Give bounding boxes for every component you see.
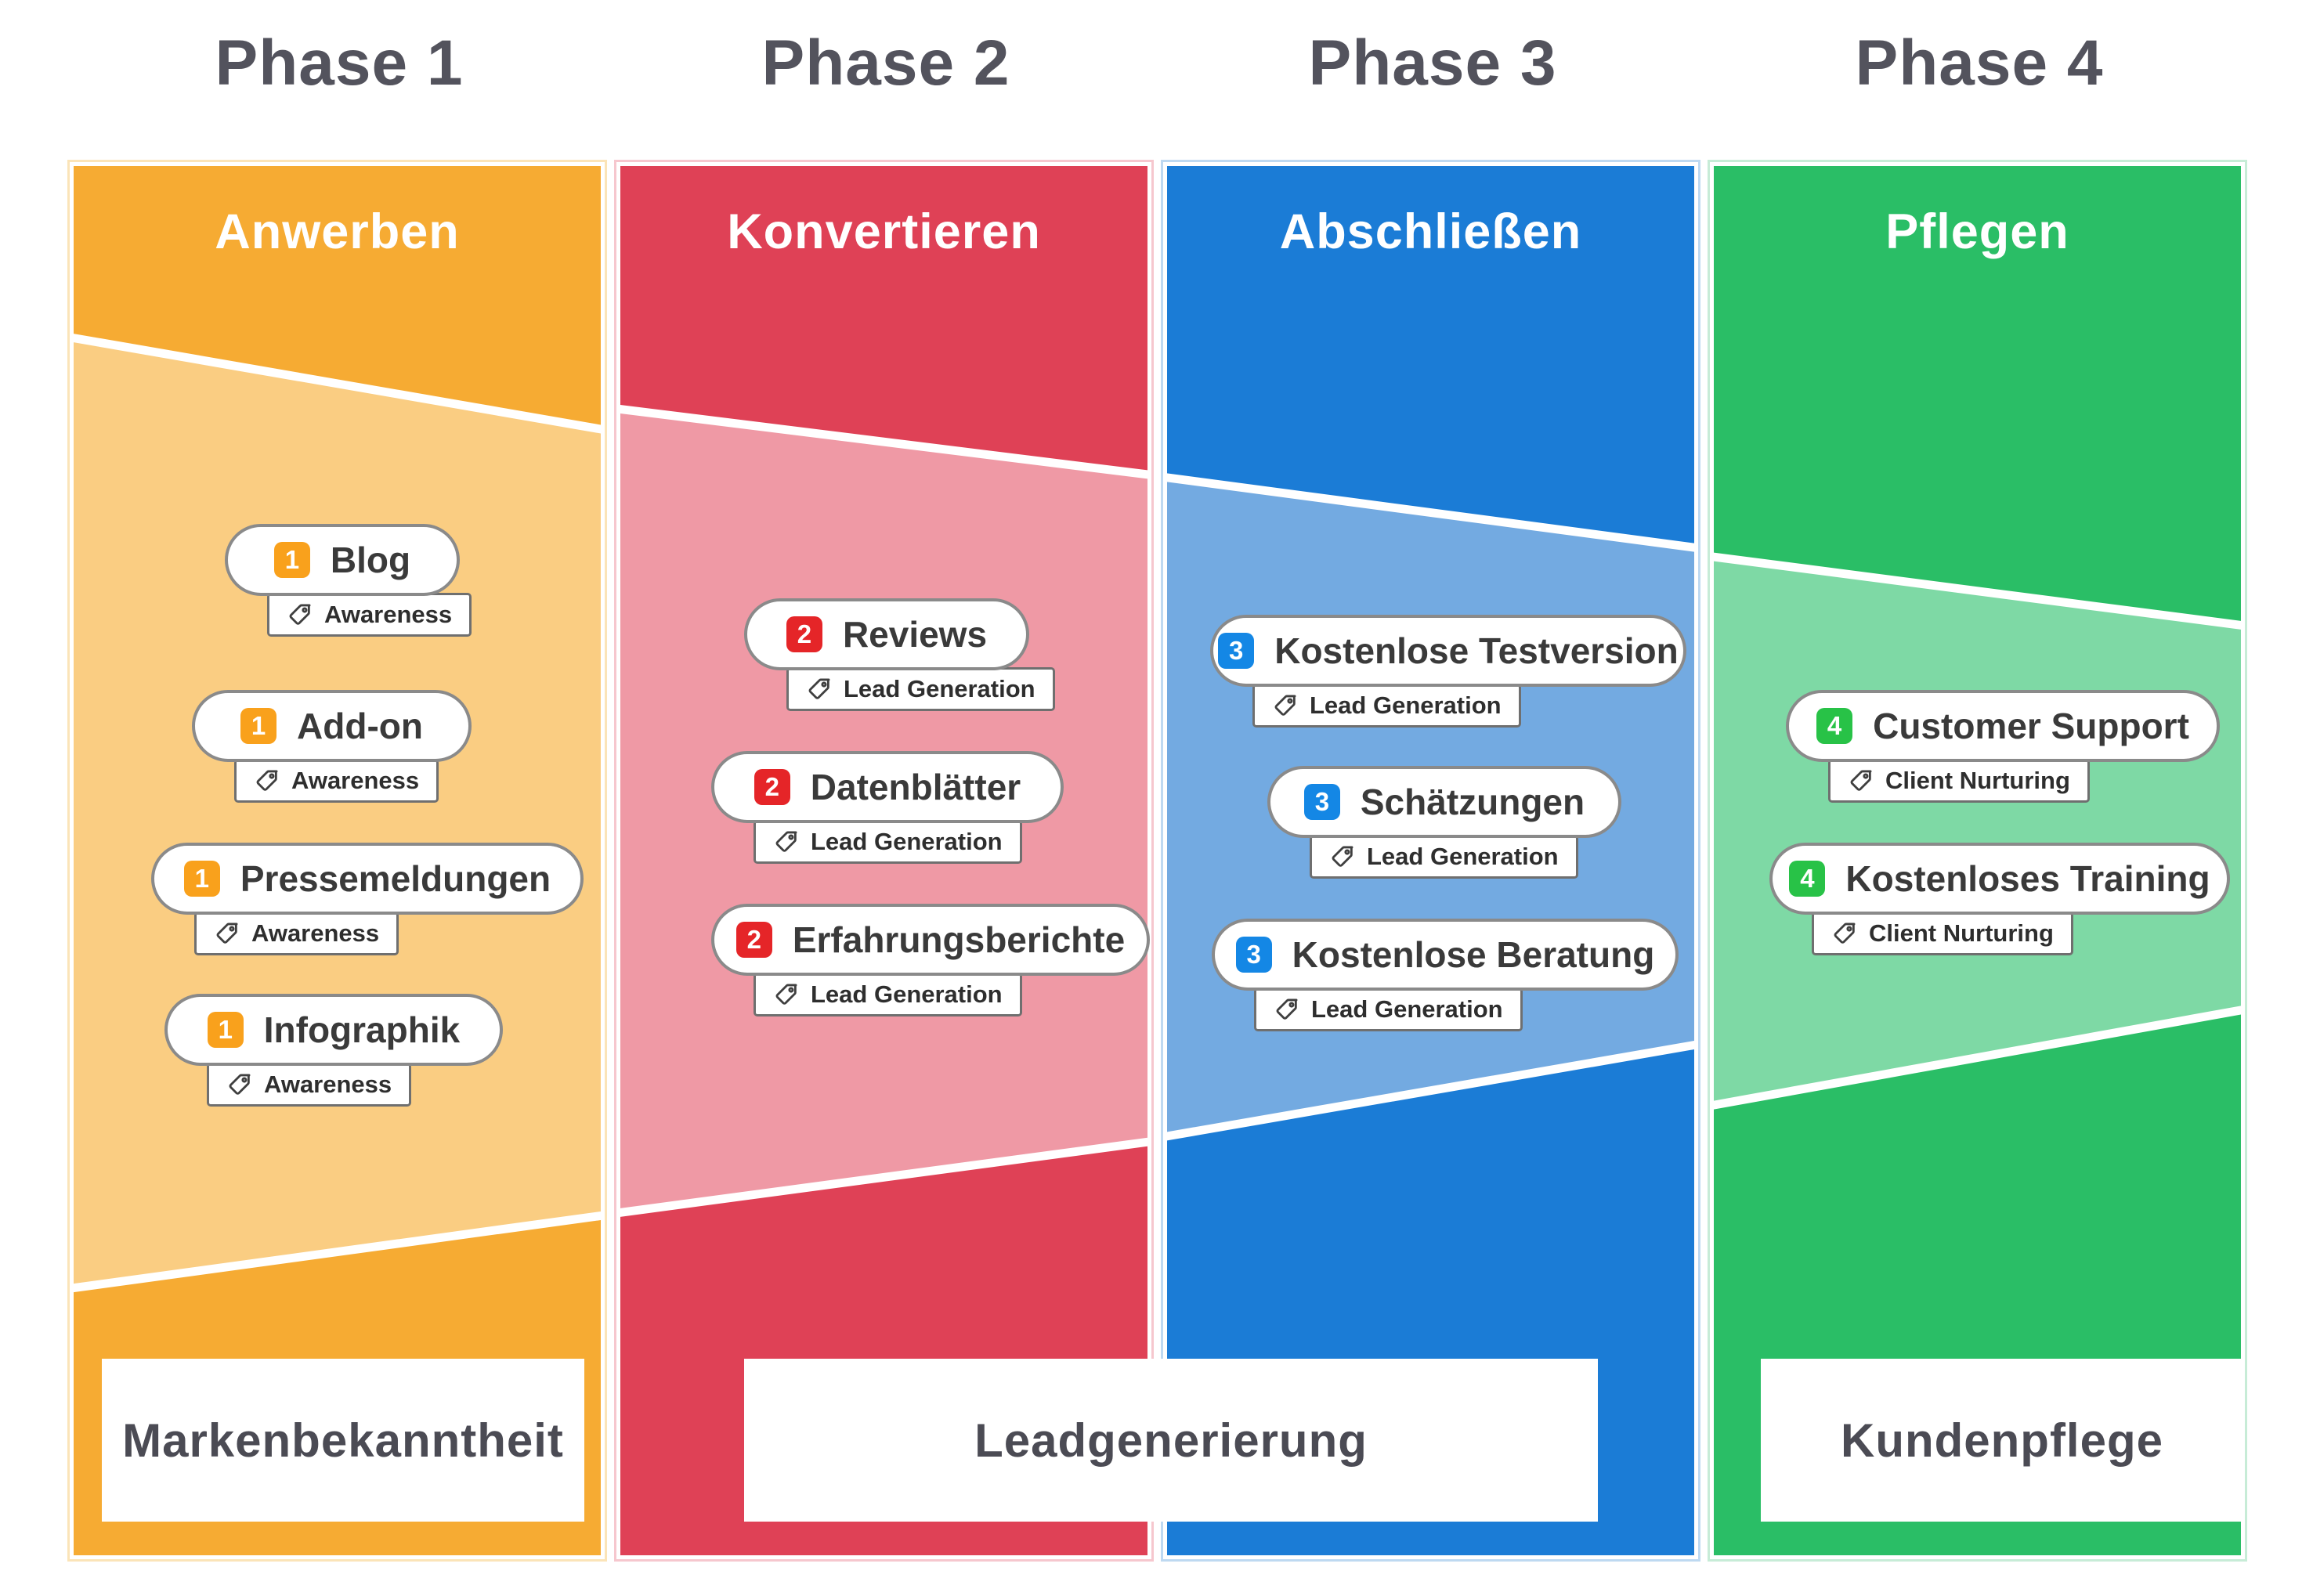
- item-label: Kostenlose Testversion: [1274, 630, 1679, 671]
- tag-label: Awareness: [264, 1071, 392, 1098]
- phase-3-title: Phase 3: [1308, 27, 1557, 99]
- item-pill-erfahrungsberichte: 2 Erfahrungsberichte: [711, 904, 1150, 976]
- phase-3-number-badge: 3: [1303, 784, 1340, 820]
- item-label: Kostenlose Beratung: [1292, 934, 1655, 975]
- phase-3-header: Abschließen: [1279, 204, 1582, 259]
- tag-awareness: Awareness: [194, 912, 399, 955]
- tag-icon: [775, 831, 797, 852]
- tag-lead-generation: Lead Generation: [754, 973, 1022, 1016]
- tag-icon: [1276, 998, 1298, 1020]
- tag-client-nurturing: Client Nurturing: [1812, 912, 2073, 955]
- item-pill-kostenloses-training: 4 Kostenloses Training: [1769, 843, 2230, 915]
- phase-1-header: Anwerben: [215, 204, 460, 259]
- item-pill-kostenlose-beratung: 3 Kostenlose Beratung: [1212, 919, 1679, 991]
- tag-label: Client Nurturing: [1869, 919, 2054, 947]
- footer-label: Leadgenerierung: [974, 1414, 1368, 1467]
- phase-2-number-badge: 2: [786, 616, 822, 652]
- phase-2-header: Konvertieren: [727, 204, 1041, 259]
- item-pill-reviews: 2 Reviews: [744, 598, 1029, 670]
- tag-lead-generation: Lead Generation: [1252, 684, 1521, 728]
- phase-2-title: Phase 2: [761, 27, 1010, 99]
- tag-icon: [256, 770, 278, 791]
- item-pill-schaetzungen: 3 Schätzungen: [1267, 766, 1621, 838]
- tag-label: Lead Generation: [811, 980, 1003, 1008]
- phase-1-number-badge: 1: [240, 708, 277, 744]
- tag-lead-generation: Lead Generation: [754, 820, 1022, 864]
- item-label: Datenblätter: [810, 767, 1021, 807]
- item-pill-infographik: 1 Infographik: [164, 994, 503, 1066]
- tag-icon: [775, 984, 797, 1005]
- tag-icon: [216, 923, 238, 944]
- tag-icon: [1332, 846, 1353, 867]
- tag-label: Lead Generation: [844, 675, 1035, 702]
- tag-icon: [1274, 695, 1296, 716]
- footer-kundenpflege: Kundenpflege: [1761, 1359, 2243, 1522]
- tag-icon: [289, 604, 311, 625]
- item-label: Schätzungen: [1360, 782, 1585, 822]
- tag-client-nurturing: Client Nurturing: [1828, 759, 2090, 803]
- phase-2-number-badge: 2: [735, 922, 772, 958]
- tag-label: Awareness: [324, 601, 453, 628]
- item-label: Reviews: [842, 614, 988, 655]
- item-label: Add-on: [297, 706, 423, 746]
- phase-1-number-badge: 1: [207, 1012, 244, 1048]
- phase-3-number-badge: 3: [1218, 633, 1255, 669]
- item-pill-customer-support: 4 Customer Support: [1786, 690, 2220, 762]
- tag-label: Lead Generation: [811, 828, 1003, 855]
- tag-label: Awareness: [291, 767, 420, 794]
- item-pill-kostenlose-testversion: 3 Kostenlose Testversion: [1210, 615, 1686, 687]
- item-pill-blog: 1 Blog: [225, 524, 460, 596]
- item-label: Customer Support: [1873, 706, 2189, 746]
- funnel-diagram: Anwerben Konvertieren: [67, 160, 2247, 1562]
- tag-icon: [1850, 770, 1872, 791]
- phase-4-title: Phase 4: [1855, 27, 2104, 99]
- phase-4-header: Pflegen: [1885, 204, 2069, 259]
- tag-label: Lead Generation: [1367, 843, 1559, 870]
- item-label: Blog: [330, 540, 411, 580]
- tag-label: Client Nurturing: [1885, 767, 2070, 794]
- item-pill-datenblaetter: 2 Datenblätter: [711, 751, 1064, 823]
- footer-label: Kundenpflege: [1841, 1414, 2163, 1467]
- tag-icon: [229, 1074, 251, 1095]
- item-pill-add-on: 1 Add-on: [192, 690, 472, 762]
- tag-icon: [808, 678, 830, 699]
- tag-lead-generation: Lead Generation: [1254, 988, 1523, 1031]
- footer-markenbekanntheit: Markenbekanntheit: [102, 1359, 584, 1522]
- tag-awareness: Awareness: [267, 593, 472, 637]
- tag-lead-generation: Lead Generation: [1310, 835, 1578, 879]
- tag-label: Lead Generation: [1311, 995, 1503, 1023]
- phase-4-number-badge: 4: [1816, 708, 1853, 744]
- item-pill-pressemeldungen: 1 Pressemeldungen: [151, 843, 584, 915]
- item-label: Erfahrungsberichte: [792, 919, 1126, 960]
- tag-label: Awareness: [251, 919, 380, 947]
- item-label: Kostenloses Training: [1845, 858, 2210, 899]
- footer-label: Markenbekanntheit: [122, 1414, 564, 1467]
- item-label: Pressemeldungen: [240, 858, 551, 899]
- tag-label: Lead Generation: [1310, 691, 1502, 719]
- item-label: Infographik: [263, 1009, 461, 1050]
- phase-3-number-badge: 3: [1235, 937, 1272, 973]
- tag-awareness: Awareness: [207, 1063, 412, 1107]
- tag-awareness: Awareness: [234, 759, 439, 803]
- tag-icon: [1834, 923, 1856, 944]
- tag-lead-generation: Lead Generation: [786, 667, 1055, 711]
- phase-2-number-badge: 2: [754, 769, 790, 805]
- footer-leadgenerierung: Leadgenerierung: [744, 1359, 1598, 1522]
- phase-1-number-badge: 1: [273, 542, 310, 578]
- phase-1-number-badge: 1: [183, 861, 220, 897]
- phase-1-title: Phase 1: [215, 27, 464, 99]
- phase-4-number-badge: 4: [1789, 861, 1826, 897]
